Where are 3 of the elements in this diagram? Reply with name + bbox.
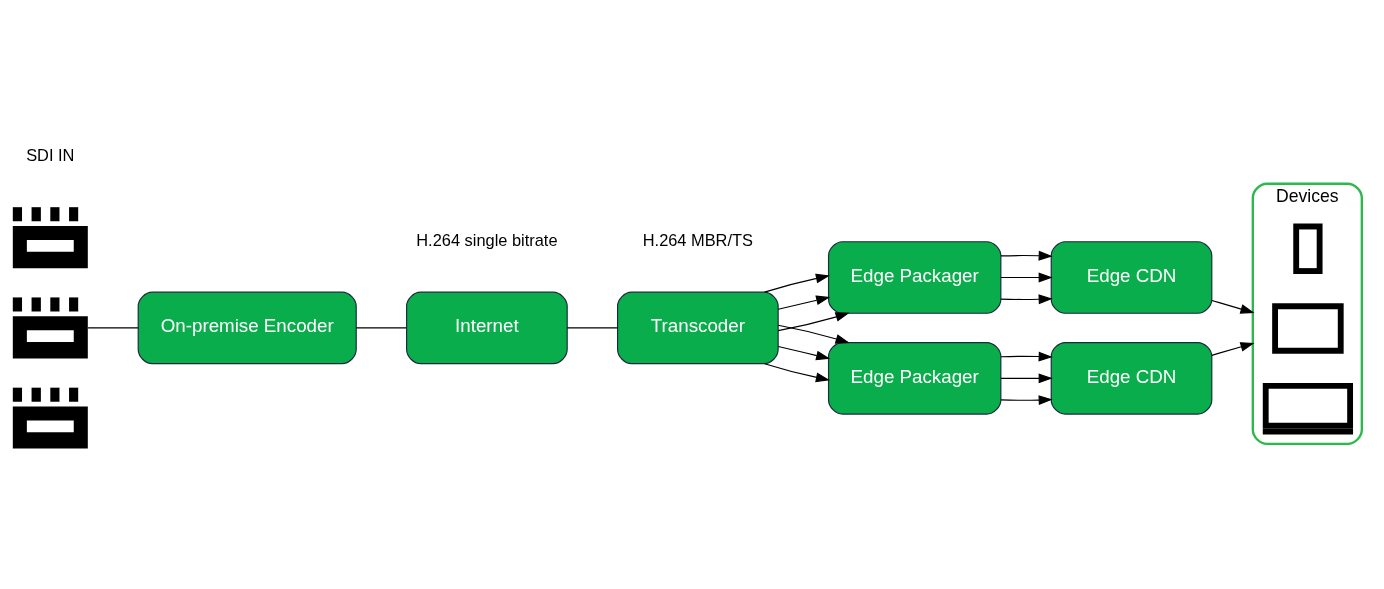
label: H.264 single bitrate xyxy=(416,230,558,249)
label: H.264 MBR/TS xyxy=(642,230,753,249)
label: SDI IN xyxy=(26,146,75,165)
